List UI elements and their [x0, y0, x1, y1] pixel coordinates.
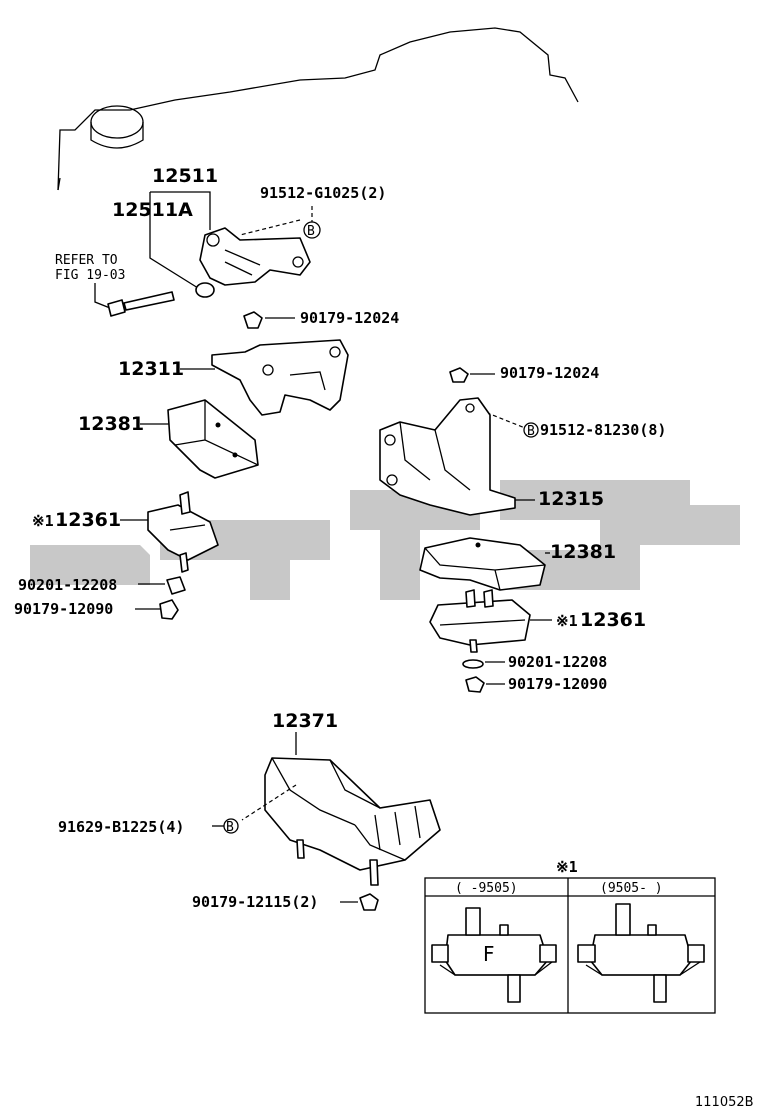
inset-col2-header: (9505- ) [600, 881, 663, 896]
engine-outline [57, 27, 579, 191]
nut-icon [465, 676, 485, 693]
note-marker-b: ※1 [556, 612, 578, 630]
marker-b-icon [223, 818, 239, 834]
bracket-12315-icon [379, 397, 516, 516]
nut-icon [449, 367, 469, 383]
inset-variants-table [424, 877, 716, 1014]
insulator-12381-right-icon [419, 537, 546, 591]
note-marker-a: ※1 [32, 512, 54, 530]
marker-b-icon [523, 422, 539, 438]
part-number-91629-B1225: 91629-B1225(4) [58, 818, 184, 836]
part-number-12371: 12371 [272, 710, 338, 732]
refer-line-2: FIG 19-03 [55, 268, 125, 283]
inset-stamp: F [483, 942, 495, 966]
part-number-90201-12208-b: 90201-12208 [508, 653, 607, 671]
insulator-12371-icon [264, 757, 441, 886]
bracket-12311-icon [211, 339, 349, 416]
insulator-12361-left-icon [147, 491, 219, 573]
washer-icon [462, 659, 484, 669]
washer-icon [166, 576, 186, 595]
part-number-91512-81230: 91512-81230(8) [540, 421, 666, 439]
part-number-90179-12090-a: 90179-12090 [14, 600, 113, 618]
part-number-12511: 12511 [152, 165, 218, 187]
inset-col1-header: ( -9505) [455, 881, 518, 896]
part-number-12361-a: 12361 [55, 509, 121, 531]
part-number-90201-12208-a: 90201-12208 [18, 576, 117, 594]
part-number-90179-12090-b: 90179-12090 [508, 675, 607, 693]
insulator-variant-late-icon [577, 903, 705, 1003]
marker-b: B [527, 424, 535, 439]
figure-id: 111052B [695, 1095, 754, 1110]
part-number-90179-12024-a: 90179-12024 [300, 309, 399, 327]
part-number-12381-a: 12381 [78, 413, 144, 435]
nut-icon [243, 311, 263, 329]
part-number-12381-b: 12381 [550, 541, 616, 563]
insulator-12361-right-icon [429, 589, 531, 653]
nut-icon [159, 599, 179, 620]
marker-b: B [226, 820, 234, 835]
insulator-12381-left-icon [167, 399, 259, 479]
marker-b: B [307, 224, 315, 239]
insulator-variant-early-icon [431, 907, 557, 1003]
refer-line-1: REFER TO [55, 253, 118, 268]
part-number-12511A: 12511A [112, 199, 193, 221]
marker-b-icon [303, 221, 321, 239]
part-number-12311: 12311 [118, 358, 184, 380]
part-number-12361-b: 12361 [580, 609, 646, 631]
bracket-12511-icon [199, 227, 311, 286]
bolt-icon [107, 291, 175, 317]
inset-note-marker: ※1 [556, 858, 578, 876]
nut-icon [359, 893, 379, 911]
part-number-90179-12024-b: 90179-12024 [500, 364, 599, 382]
spacer-12511A-icon [195, 282, 215, 298]
part-number-90179-12115: 90179-12115(2) [192, 893, 318, 911]
part-number-91512-G1025: 91512-G1025(2) [260, 184, 386, 202]
part-number-12315: 12315 [538, 488, 604, 510]
watermark-logo [30, 480, 740, 600]
